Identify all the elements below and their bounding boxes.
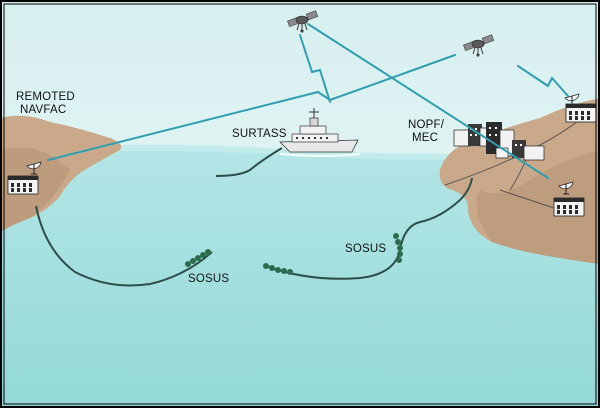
sosus-cable-right	[265, 177, 473, 280]
remoted-navfac-label-line1: REMOTED	[16, 91, 75, 103]
hydrophone-array-left	[185, 249, 211, 267]
sosus-cable-left	[35, 205, 213, 287]
ship-icon	[279, 108, 361, 157]
remoted-navfac-label-line2: NAVFAC	[20, 104, 66, 116]
satellite-to-ship-link	[299, 34, 331, 103]
nopf-mec-label-line2: MEC	[412, 132, 438, 144]
building-icon	[553, 197, 585, 217]
surtass-towed-array	[215, 147, 283, 177]
satellite-to-shore-link	[307, 23, 549, 179]
hydrophone-array-right	[263, 233, 403, 275]
building-icon	[565, 103, 597, 123]
nopf-mec-label-line1: NOPF/	[408, 119, 445, 131]
building-icon	[7, 175, 39, 195]
communication-links	[47, 23, 569, 179]
nopf-mec-facility	[453, 122, 545, 161]
sea-surface	[0, 145, 600, 408]
sosus-label-left: SOSUS	[188, 273, 229, 285]
surtass-label: SURTASS	[232, 128, 287, 140]
sosus-label-right: SOSUS	[345, 243, 386, 255]
satellite-to-ground-station-link	[517, 65, 569, 97]
